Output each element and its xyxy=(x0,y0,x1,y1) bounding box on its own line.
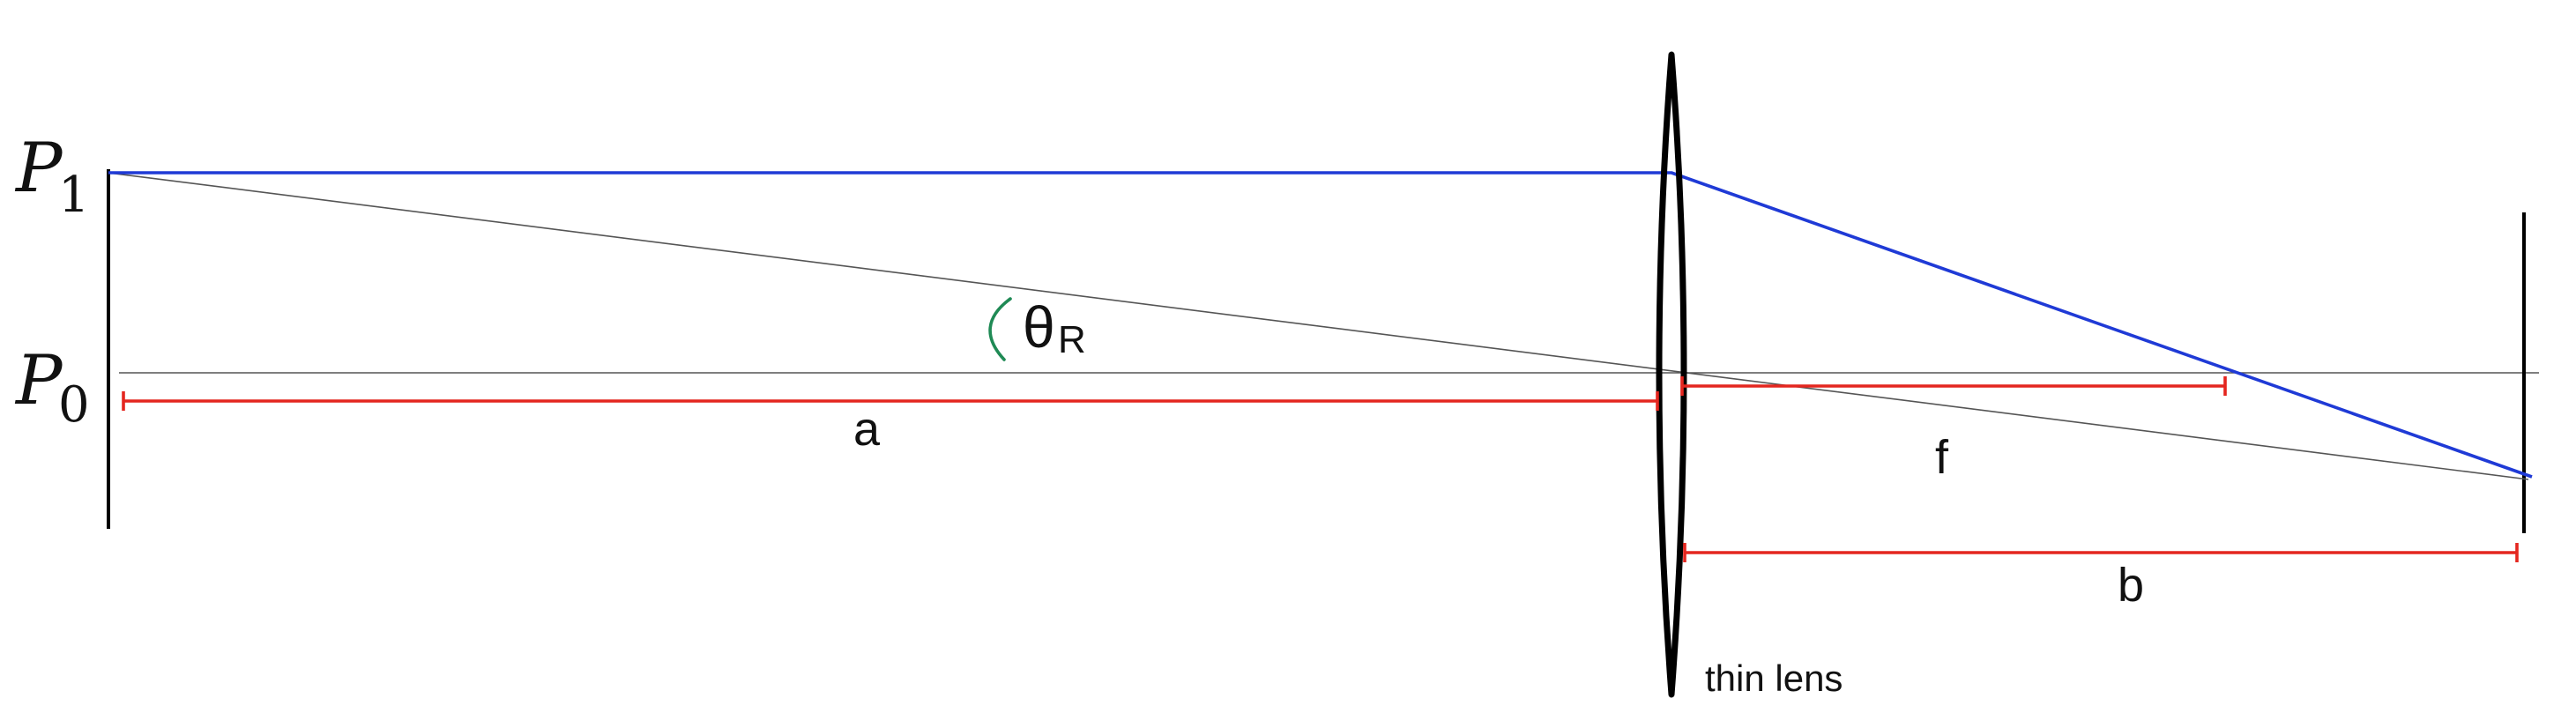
p0-main: P xyxy=(14,341,63,420)
thin-lens-label: thin lens xyxy=(1705,657,1843,699)
p0-label: P 0 xyxy=(14,341,90,434)
b-label: b xyxy=(2118,559,2144,612)
p1-subscript: 1 xyxy=(58,167,90,224)
theta-r-label: θ R xyxy=(1023,294,1086,361)
a-label: a xyxy=(853,403,881,456)
parallel-ray xyxy=(108,171,2533,479)
f-label: f xyxy=(1935,431,1949,484)
dimension-a xyxy=(122,391,1659,411)
angle-arc xyxy=(988,297,1012,361)
p1-label: P 1 xyxy=(14,129,90,224)
thin-lens xyxy=(1656,51,1687,698)
p0-subscript: 0 xyxy=(58,376,90,434)
dimension-f xyxy=(1680,376,2227,396)
p1-main: P xyxy=(14,129,63,208)
theta-subscript: R xyxy=(1058,318,1086,361)
theta-main: θ xyxy=(1023,294,1055,360)
chief-ray xyxy=(108,172,2529,480)
dimension-b xyxy=(1683,543,2519,562)
